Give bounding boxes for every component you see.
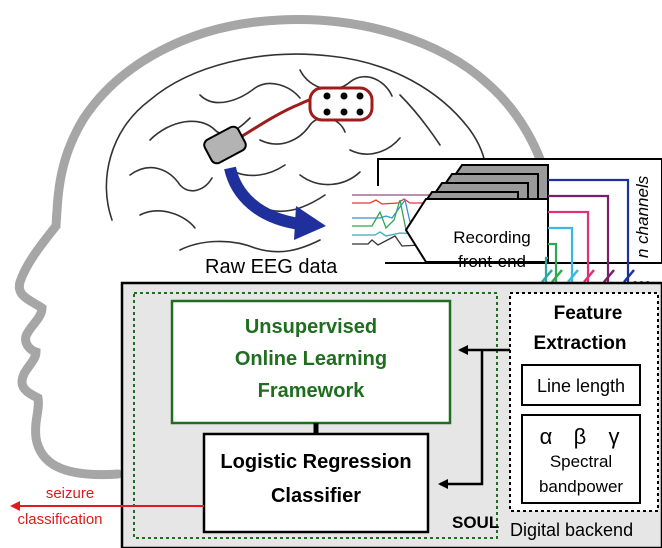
classifier-line1: Logistic Regression — [220, 451, 411, 473]
gamma-symbol: γ — [609, 424, 620, 449]
data-flow-arrow-icon — [224, 166, 301, 230]
n-channels-label: n channels — [633, 175, 652, 258]
recording-frontend-line2: front-end — [458, 252, 526, 271]
data-flow-arrowhead — [294, 206, 326, 240]
channel-wires — [544, 178, 630, 292]
online-learning-line2: Online Learning — [235, 348, 387, 370]
electrode-array — [308, 86, 374, 122]
line-length-box — [521, 364, 641, 406]
soul-label: SOUL — [452, 513, 499, 532]
raw-eeg-label: Raw EEG data — [205, 256, 338, 278]
line-length-label: Line length — [537, 376, 625, 396]
digital-backend-label: Digital backend — [510, 520, 633, 540]
spectral-box — [521, 414, 641, 504]
feature-extraction-line1: Feature — [554, 303, 623, 324]
alpha-symbol: α — [540, 424, 553, 449]
feature-extraction-line2: Extraction — [534, 333, 627, 354]
feature-arrows — [438, 345, 510, 489]
frontend-stack — [404, 164, 549, 263]
online-learning-line1: Unsupervised — [245, 316, 377, 338]
classifier-line2: Classifier — [271, 485, 361, 507]
channel-slashes — [541, 269, 635, 283]
recording-frontend-line1: Recording — [453, 228, 531, 247]
beta-symbol: β — [574, 424, 587, 449]
output-line2: classification — [17, 511, 102, 528]
spectral-line2: bandpower — [539, 477, 623, 496]
spectral-line1: Spectral — [550, 452, 612, 471]
online-learning-line3: Framework — [258, 380, 366, 402]
online-learning-box — [170, 299, 452, 425]
recording-panel-mask — [340, 186, 385, 264]
head-outline — [14, 15, 555, 480]
classifier-box — [202, 432, 430, 534]
implant-device — [203, 125, 247, 165]
output-line1: seizure — [46, 485, 94, 502]
